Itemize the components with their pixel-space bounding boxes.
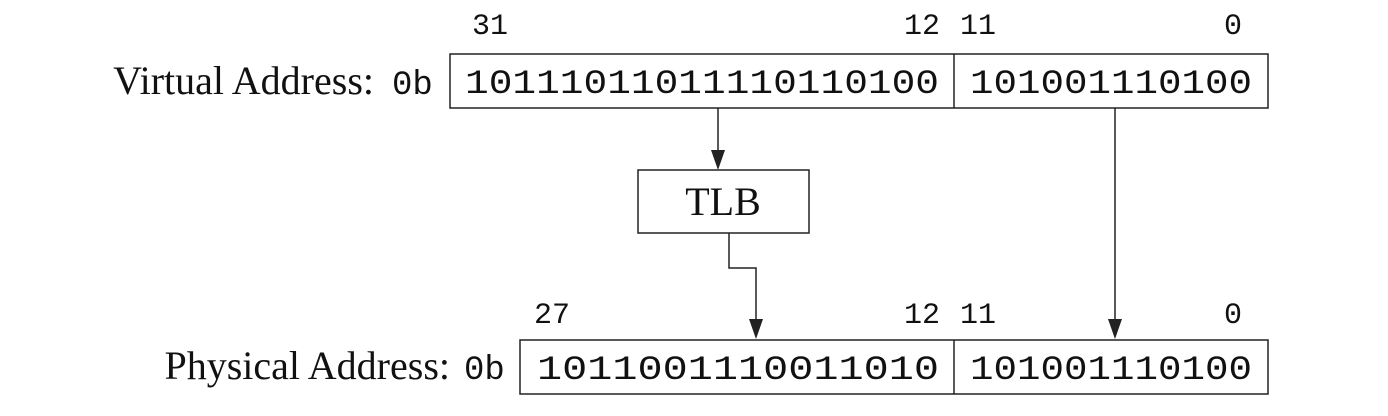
virtual-page-number-bits: 10111011011110110100 [465, 66, 939, 104]
virtual-bit-11: 11 [960, 10, 996, 44]
virtual-address-label: Virtual Address: [113, 58, 374, 103]
physical-page-number-bits: 1011001110011010 [537, 352, 939, 390]
virtual-offset-bits: 101001110100 [970, 66, 1252, 104]
virtual-bit-0: 0 [1224, 10, 1242, 44]
physical-bit-12: 12 [904, 299, 940, 333]
virtual-bit-31: 31 [472, 10, 508, 44]
tlb-box [637, 169, 810, 234]
virtual-address-prefix: 0b [392, 67, 433, 105]
physical-address-prefix: 0b [464, 352, 505, 390]
virtual-address-box [449, 53, 1269, 109]
tlb-label: TLB [685, 179, 761, 224]
physical-address-box [519, 339, 1269, 395]
tlb-to-ppn-arrow [728, 233, 757, 321]
tlb-to-ppn-arrowhead [749, 319, 763, 339]
physical-bit-0: 0 [1224, 299, 1242, 333]
physical-address-label: Physical Address: [164, 343, 450, 388]
offset-passthrough-arrowhead [1108, 319, 1122, 339]
physical-offset-bits: 101001110100 [970, 352, 1252, 390]
virtual-bit-12: 12 [904, 10, 940, 44]
vpn-to-tlb-arrowhead [711, 150, 725, 170]
physical-bit-27: 27 [534, 299, 570, 333]
physical-bit-11: 11 [960, 299, 996, 333]
